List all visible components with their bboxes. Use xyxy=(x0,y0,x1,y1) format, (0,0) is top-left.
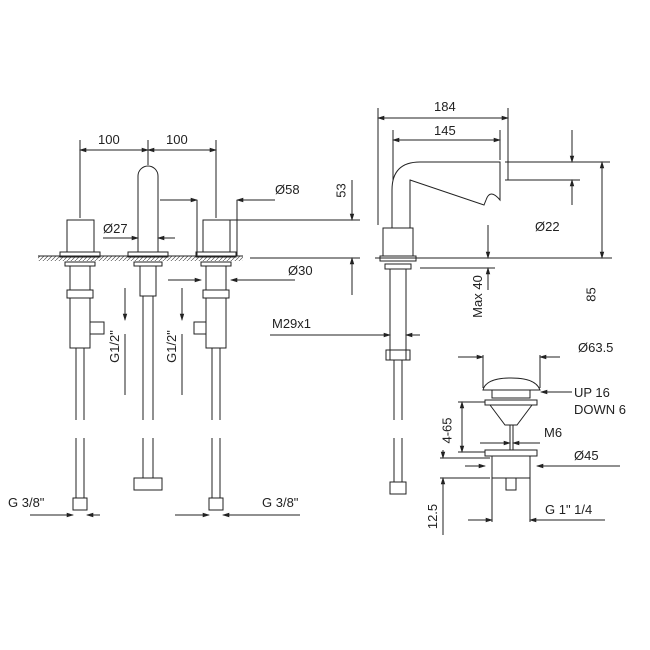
dim-thread: M29x1 xyxy=(272,316,312,331)
spout-front xyxy=(127,165,169,491)
dim-waste-tail: 12.5 xyxy=(425,503,441,530)
deck-front xyxy=(38,256,243,261)
dim-waste-thread: G 1" 1/4 xyxy=(545,502,593,517)
dim-spout-diameter: Ø27 xyxy=(103,221,128,236)
dim-spacing-right: 100 xyxy=(166,132,188,147)
dim-inlet-left: G1/2" xyxy=(106,330,122,363)
dim-max-deck: Max 40 xyxy=(469,275,485,318)
dim-handle-diameter: Ø58 xyxy=(275,182,300,197)
dim-handle-height: 53 xyxy=(333,183,349,198)
pop-up-waste xyxy=(482,377,541,491)
dim-spout-height: 85 xyxy=(583,287,599,302)
dim-hose-left: G 3/8" xyxy=(8,495,45,510)
dim-inlet-mid: G1/2" xyxy=(163,330,179,363)
dim-outlet-diameter: Ø22 xyxy=(535,219,560,234)
label-down: DOWN 6 xyxy=(574,402,626,417)
left-valve xyxy=(59,219,105,511)
dim-spacing-left: 100 xyxy=(98,132,120,147)
dim-waste-range: 4-65 xyxy=(439,417,455,444)
dim-reach: 145 xyxy=(434,123,456,138)
spout-side xyxy=(379,161,501,495)
dim-reach-total: 184 xyxy=(434,99,456,114)
label-up: UP 16 xyxy=(574,385,610,400)
right-valve xyxy=(193,219,237,511)
dim-shank-diameter: Ø30 xyxy=(288,263,313,278)
dim-hose-right: G 3/8" xyxy=(262,495,299,510)
dim-rod-thread: M6 xyxy=(544,425,563,440)
dim-cap-diameter: Ø63.5 xyxy=(578,340,614,355)
dim-waste-diameter: Ø45 xyxy=(574,448,599,463)
